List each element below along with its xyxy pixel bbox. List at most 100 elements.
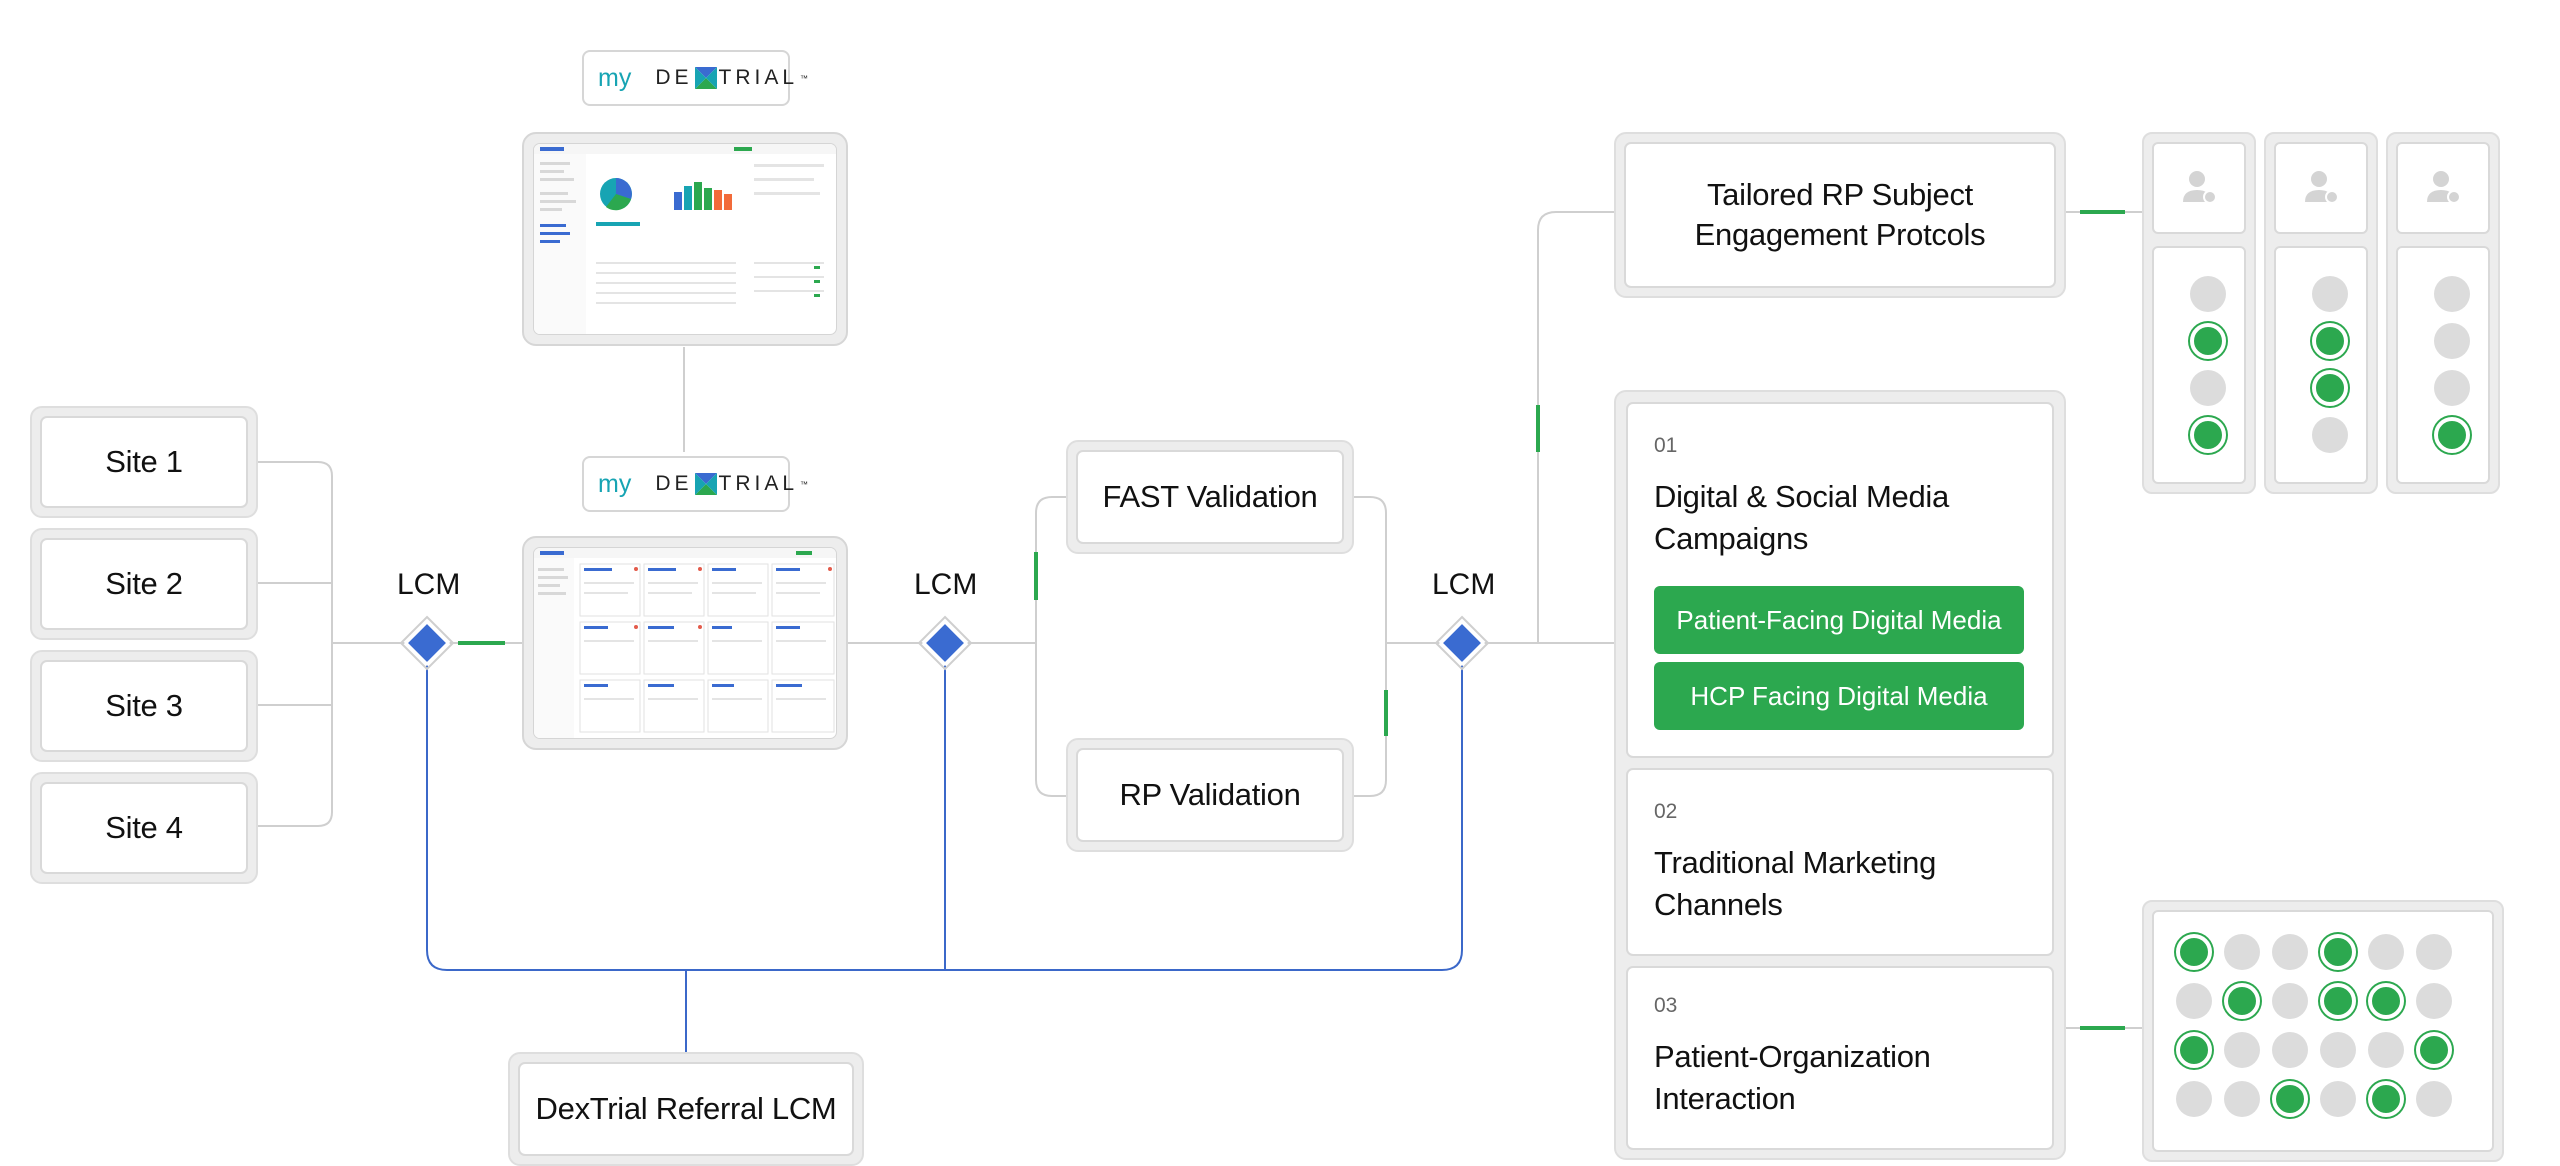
inactive-dot [2190, 276, 2226, 312]
engaged-dot [2312, 370, 2348, 406]
logo-tm: ™ [800, 479, 813, 489]
inactive-dot [2190, 370, 2226, 406]
section-title: Traditional Marketing Channels [1654, 842, 1936, 926]
section-title-line-1: Digital & Social Media [1654, 479, 1949, 514]
dextrial-logo-middle: my DE TRIAL ™ [582, 456, 808, 512]
site-1-node[interactable]: Site 1 [30, 406, 258, 518]
site-label: Site 2 [105, 565, 183, 601]
logo-brand-right: TRIAL [718, 66, 799, 89]
patient-cards-preview-graphic [534, 548, 836, 738]
inactive-dot [2416, 934, 2452, 970]
inactive-dot [2224, 1081, 2260, 1117]
inactive-dot [2176, 983, 2212, 1019]
site-2-node[interactable]: Site 2 [30, 528, 258, 640]
engaged-dot [2190, 323, 2226, 359]
engaged-dot [2176, 1032, 2212, 1068]
inactive-dot [2272, 983, 2308, 1019]
engaged-dot [2176, 934, 2212, 970]
engaged-dot [2320, 983, 2356, 1019]
inactive-dot [2434, 370, 2470, 406]
subject-column-2 [2264, 132, 2378, 494]
patient-facing-digital-media-button[interactable]: Patient-Facing Digital Media [1654, 586, 2024, 654]
diamond-node-icon [403, 619, 1486, 667]
section-title-line-2: Interaction [1654, 1081, 1796, 1116]
tailored-rp-node[interactable]: Tailored RP Subject Engagement Protcols [1614, 132, 2066, 298]
engagement-grid [2152, 910, 2494, 1152]
tailored-line-1: Tailored RP Subject [1706, 176, 1973, 212]
dashboard-screenshot [533, 143, 837, 335]
campaign-section-02: 02 Traditional Marketing Channels [1626, 768, 2054, 956]
section-title: Patient-Organization Interaction [1654, 1036, 1931, 1120]
section-number: 03 [1654, 994, 1678, 1017]
hcp-facing-digital-media-button[interactable]: HCP Facing Digital Media [1654, 662, 2024, 730]
inactive-dot [2320, 1081, 2356, 1117]
dextrial-x-logo-icon [694, 473, 717, 495]
patient-cards-tablet [522, 536, 848, 750]
logo-brand-right: TRIAL [718, 472, 799, 495]
inactive-dot [2320, 1032, 2356, 1068]
subject-column-1 [2142, 132, 2256, 494]
dextrial-logo-top: my DE TRIAL ™ [582, 50, 808, 106]
logo-my: my [598, 63, 632, 92]
tailored-line-2: Engagement Protcols [1694, 217, 1986, 252]
engaged-dot [2272, 1081, 2308, 1117]
fast-validation-label: FAST Validation [1102, 478, 1318, 514]
dashboard-tablet [522, 132, 848, 346]
lcm-label-2: LCM [914, 568, 978, 601]
patient-cards-screenshot [533, 547, 837, 739]
engaged-dot [2416, 1032, 2452, 1068]
lcm-label-1: LCM [397, 568, 461, 601]
lcm-label-3: LCM [1432, 568, 1496, 601]
site-label: Site 1 [105, 443, 183, 479]
fast-validation-node[interactable]: FAST Validation [1066, 440, 1354, 554]
rp-validation-node[interactable]: RP Validation [1066, 738, 1354, 852]
engaged-dot [2368, 1081, 2404, 1117]
section-number: 02 [1654, 800, 1678, 823]
engaged-dot [2434, 417, 2470, 453]
subject-column-3 [2386, 132, 2500, 494]
inactive-dot [2272, 934, 2308, 970]
referral-label: DexTrial Referral LCM [535, 1090, 837, 1126]
site-3-node[interactable]: Site 3 [30, 650, 258, 762]
section-title: Digital & Social Media Campaigns [1654, 476, 1949, 560]
campaign-section-01: 01 Digital & Social Media Campaigns Pati… [1626, 402, 2054, 758]
inactive-dot [2416, 983, 2452, 1019]
dextrial-referral-lcm-node[interactable]: DexTrial Referral LCM [508, 1052, 864, 1166]
inactive-dot [2272, 1032, 2308, 1068]
inactive-dot [2368, 1032, 2404, 1068]
engaged-dot [2320, 934, 2356, 970]
engaged-dot [2312, 323, 2348, 359]
engaged-dot [2190, 417, 2226, 453]
person-icon [2421, 164, 2465, 213]
inactive-dot [2434, 276, 2470, 312]
campaign-section-03: 03 Patient-Organization Interaction [1626, 966, 2054, 1150]
inactive-dot [2224, 1032, 2260, 1068]
campaign-panel: 01 Digital & Social Media Campaigns Pati… [1614, 390, 2066, 1160]
engaged-dot [2224, 983, 2260, 1019]
logo-tm: ™ [800, 73, 813, 83]
site-4-node[interactable]: Site 4 [30, 772, 258, 884]
person-icon [2177, 164, 2221, 213]
site-label: Site 4 [105, 809, 183, 845]
engagement-grid-card [2142, 900, 2504, 1162]
dextrial-x-logo-icon [694, 67, 717, 89]
inactive-dot [2434, 323, 2470, 359]
logo-brand-left: DE [655, 472, 693, 495]
rp-validation-label: RP Validation [1119, 776, 1301, 812]
inactive-dot [2416, 1081, 2452, 1117]
section-title-line-2: Campaigns [1654, 521, 1809, 556]
dashboard-preview-graphic [534, 144, 836, 334]
section-title-line-1: Patient-Organization [1654, 1039, 1931, 1074]
section-number: 01 [1654, 434, 1678, 457]
inactive-dot [2224, 934, 2260, 970]
logo-brand-left: DE [655, 66, 693, 89]
inactive-dot [2312, 276, 2348, 312]
inactive-dot [2368, 934, 2404, 970]
section-title-line-2: Channels [1654, 887, 1783, 922]
inactive-dot [2176, 1081, 2212, 1117]
logo-my: my [598, 469, 632, 498]
section-title-line-1: Traditional Marketing [1654, 845, 1937, 880]
engaged-dot [2368, 983, 2404, 1019]
site-label: Site 3 [105, 687, 183, 723]
